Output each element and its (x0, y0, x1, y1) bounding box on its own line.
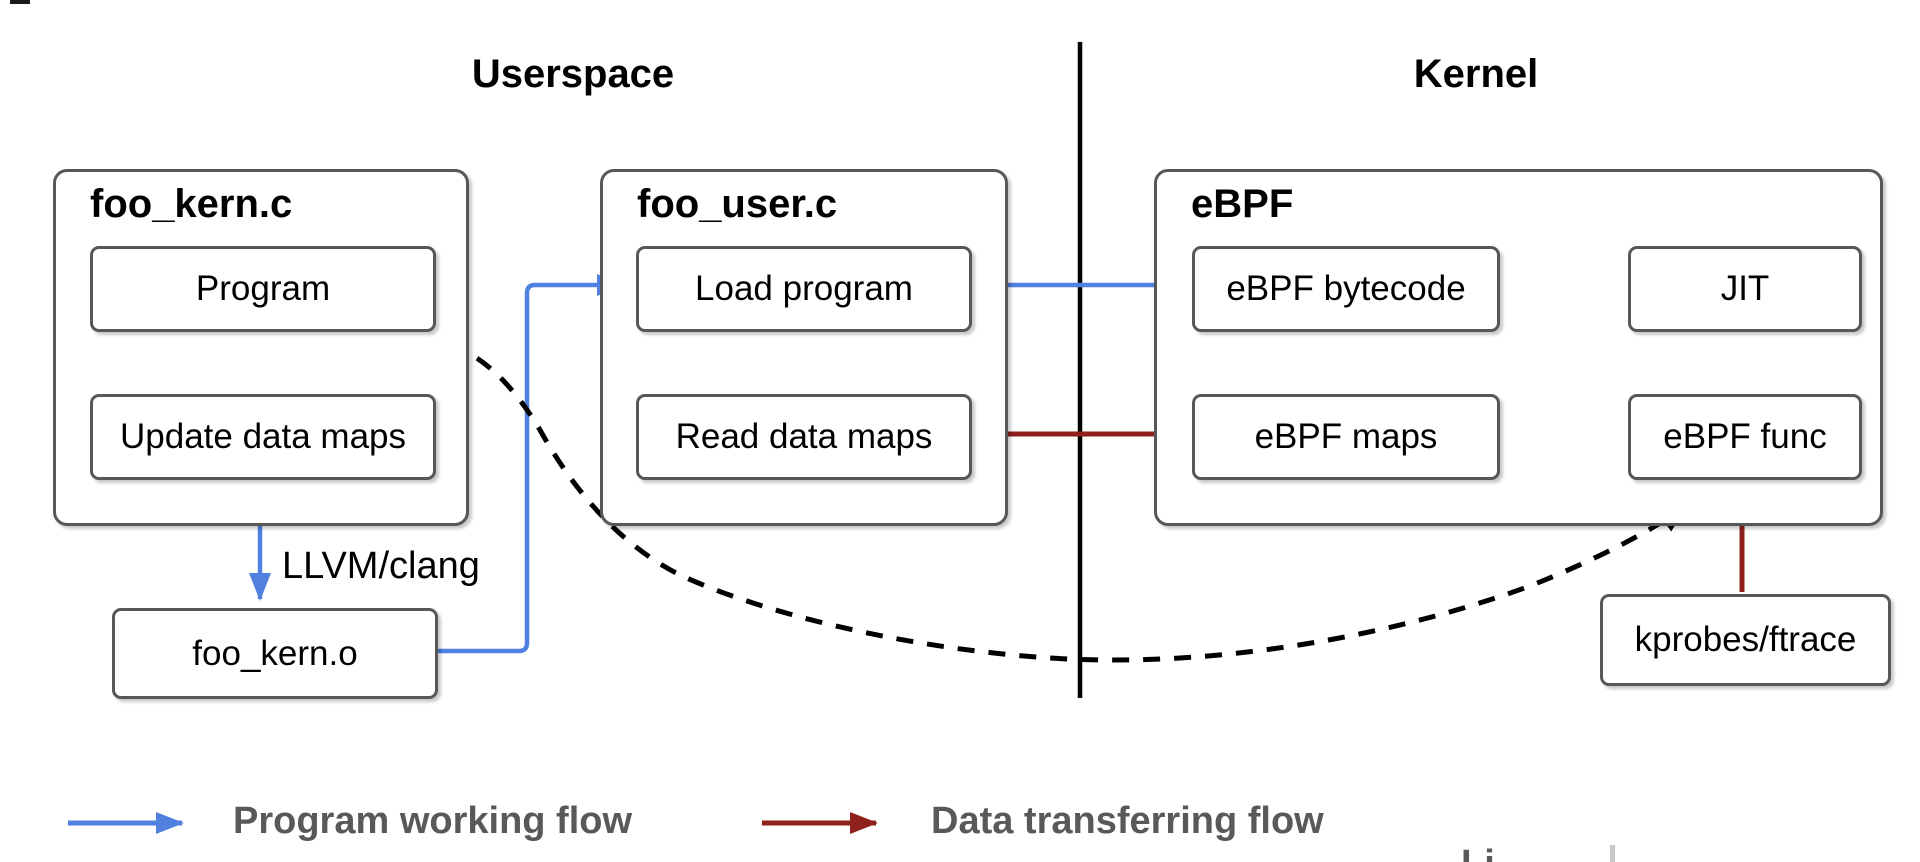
userspace-title: Userspace (471, 52, 675, 96)
node-ebpf-maps: eBPF maps (1192, 394, 1500, 480)
node-ebpf-bytecode: eBPF bytecode (1192, 246, 1500, 332)
node-kprobes-ftrace: kprobes/ftrace (1600, 594, 1891, 686)
llvm-clang-label: LLVM/clang (282, 545, 480, 587)
dashed-attach-curve (419, 332, 1689, 663)
legend-data-flow-label: Data transferring flow (931, 800, 1324, 842)
group-ebpf-label: eBPF (1191, 182, 1294, 226)
node-update-data-maps: Update data maps (90, 394, 436, 480)
node-program: Program (90, 246, 436, 332)
kernel-title: Kernel (1413, 52, 1539, 96)
node-foo-kern-o: foo_kern.o (112, 608, 438, 699)
group-foo-kern-c-label: foo_kern.c (90, 182, 293, 226)
legend-program-flow-label: Program working flow (233, 800, 633, 842)
top-left-edge-artifact (10, 0, 30, 4)
group-foo-user-c-label: foo_user.c (637, 182, 838, 226)
node-read-data-maps: Read data maps (636, 394, 972, 480)
arrow-fookerno-to-loadprogram (432, 274, 625, 654)
node-jit: JIT (1628, 246, 1862, 332)
node-load-program: Load program (636, 246, 972, 332)
watermark-partial-text: Li (1461, 843, 1495, 862)
watermark-partial-bar (1610, 845, 1615, 862)
node-ebpf-func: eBPF func (1628, 394, 1862, 480)
